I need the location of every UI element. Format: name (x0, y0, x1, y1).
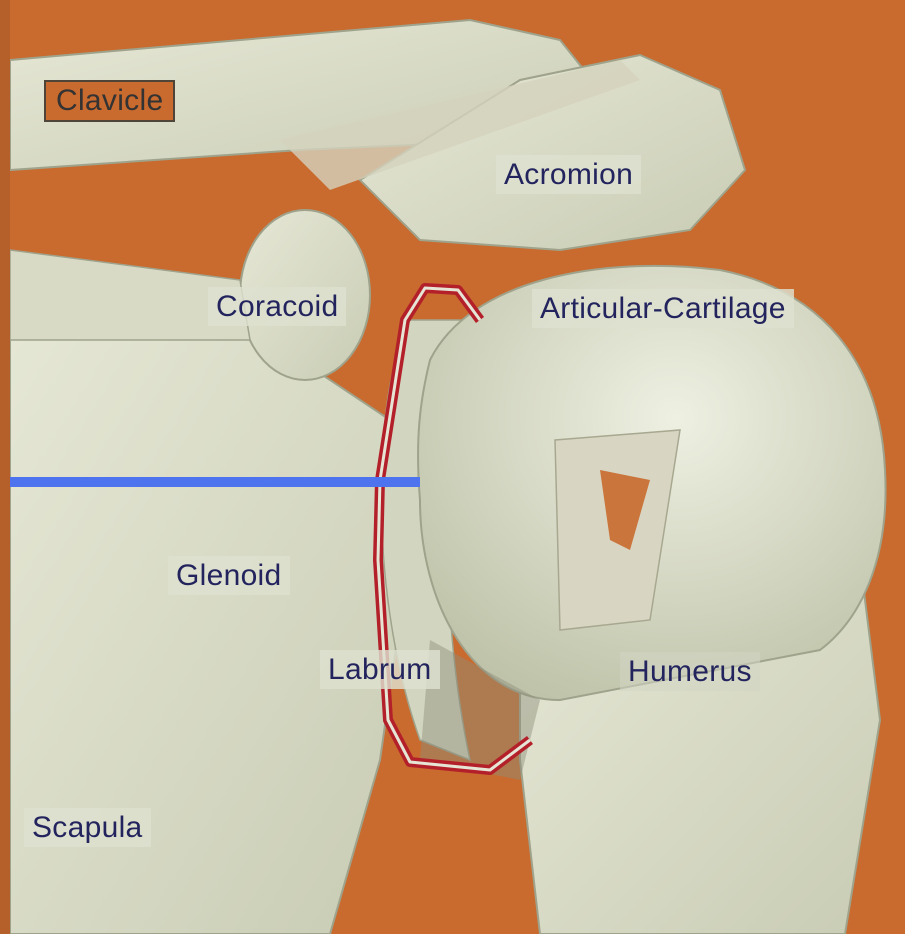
label-clavicle: Clavicle (44, 80, 175, 122)
label-glenoid: Glenoid (168, 556, 290, 595)
label-labrum: Labrum (320, 650, 440, 689)
label-humerus: Humerus (620, 652, 760, 691)
label-articular-cartilage: Articular-Cartilage (532, 289, 794, 328)
left-edge-strip (0, 0, 10, 934)
label-acromion: Acromion (496, 155, 641, 194)
label-coracoid: Coracoid (208, 287, 346, 326)
label-scapula: Scapula (24, 808, 151, 847)
